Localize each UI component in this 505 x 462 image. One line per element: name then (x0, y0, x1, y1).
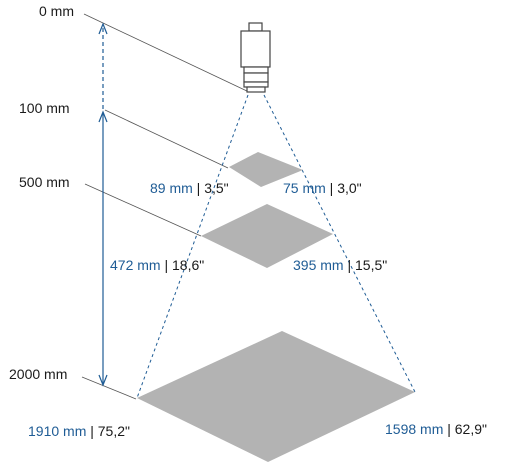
field-height-100mm-metric: 75 mm (283, 180, 326, 196)
field-width-2000mm: 1910 mm | 75,2" (28, 423, 130, 439)
field-height-2000mm-metric: 1598 mm (385, 421, 444, 437)
leader-line-500mm (84, 183, 202, 237)
field-width-100mm-inch: | 3,5" (192, 180, 229, 196)
distance-label-100mm: 100 mm (19, 100, 70, 116)
field-width-2000mm-inch: | 75,2" (86, 423, 130, 439)
fov-plane-100mm (229, 152, 303, 187)
field-width-100mm-metric: 89 mm (150, 180, 193, 196)
camera-icon (240, 22, 271, 93)
arrow-head-range-bottom (98, 374, 108, 387)
fov-cone-right (263, 94, 416, 393)
arrow-head-range-top (98, 110, 108, 123)
field-height-2000mm-inch: | 62,9" (443, 421, 487, 437)
field-height-2000mm: 1598 mm | 62,9" (385, 421, 487, 437)
field-width-100mm: 89 mm | 3,5" (150, 180, 229, 196)
fov-plane-2000mm (137, 331, 415, 462)
field-width-500mm-metric: 472 mm (110, 257, 161, 273)
field-width-500mm-inch: | 18,6" (160, 257, 205, 273)
leader-line-2000mm (81, 376, 137, 400)
distance-label-2000mm: 2000 mm (9, 366, 68, 382)
field-height-500mm: 395 mm | 15,5" (293, 257, 387, 273)
fov-plane-500mm (201, 204, 333, 268)
distance-label-500mm: 500 mm (19, 174, 70, 190)
field-height-100mm: 75 mm | 3,0" (283, 180, 362, 196)
field-height-100mm-inch: | 3,0" (325, 180, 362, 196)
field-width-2000mm-metric: 1910 mm (28, 423, 87, 439)
leader-line-100mm (104, 109, 229, 169)
field-height-500mm-metric: 395 mm (293, 257, 344, 273)
leader-line-0mm (83, 13, 250, 93)
distance-label-0mm: 0 mm (39, 3, 74, 19)
field-height-500mm-inch: | 15,5" (343, 257, 388, 273)
arrow-head-near (98, 22, 108, 35)
field-width-500mm: 472 mm | 18,6" (110, 257, 204, 273)
